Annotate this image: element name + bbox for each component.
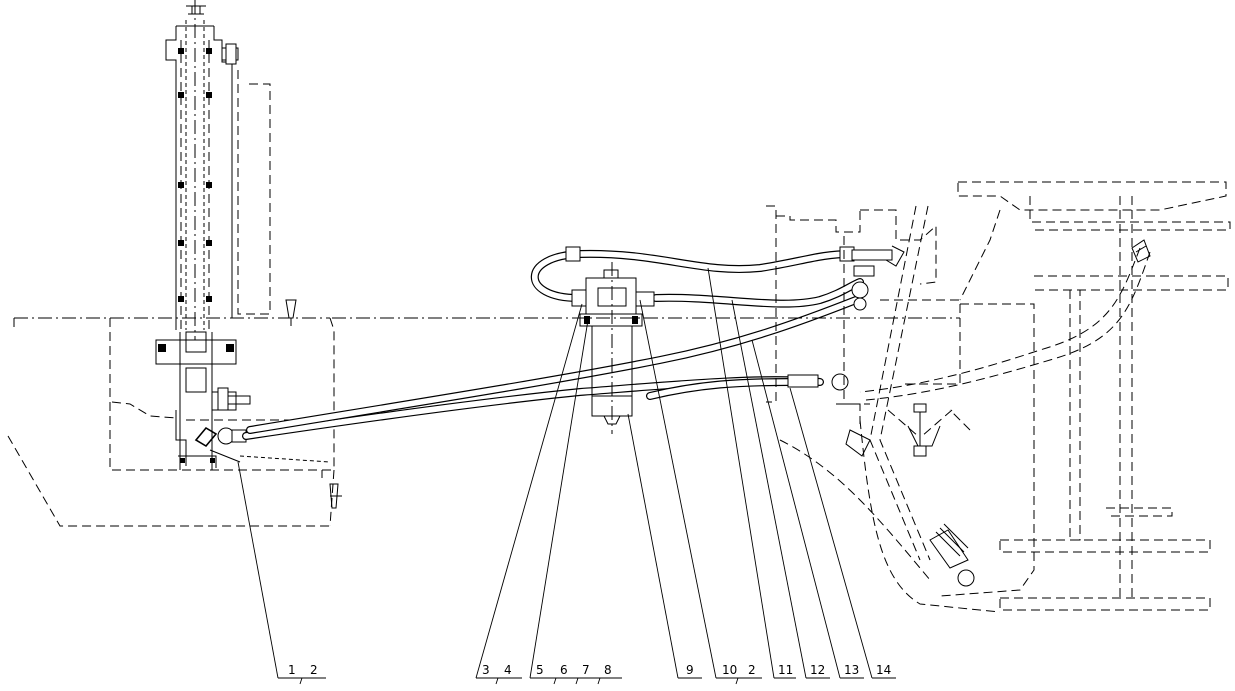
callout-11: 11	[778, 663, 793, 677]
filter-unit	[579, 262, 643, 434]
callout-12: 12	[810, 663, 825, 677]
callout-13: 13	[844, 663, 859, 677]
cylinder-bolts	[178, 48, 212, 302]
callout-4: 4	[504, 663, 512, 677]
callout-6: 6	[560, 663, 568, 677]
callout-labels: 1 2 3 4 5 6 7 8 9 10 2 11 12 13 14	[288, 663, 891, 677]
callout-7: 7	[582, 663, 590, 677]
callout-3: 3	[482, 663, 490, 677]
callout-2-second: 2	[748, 663, 756, 677]
callout-9: 9	[686, 663, 694, 677]
left-base-body	[7, 317, 342, 527]
left-elbow-fitting	[194, 426, 247, 463]
callout-8: 8	[604, 663, 612, 677]
right-frame	[332, 181, 1231, 613]
hose-bundle	[242, 246, 869, 440]
vertical-cylinder	[165, 0, 297, 340]
callout-14: 14	[876, 663, 891, 677]
callout-5: 5	[536, 663, 544, 677]
callout-10: 10	[722, 663, 737, 677]
leader-lines	[237, 267, 896, 685]
callout-2: 2	[310, 663, 318, 677]
callout-1: 1	[288, 663, 296, 677]
